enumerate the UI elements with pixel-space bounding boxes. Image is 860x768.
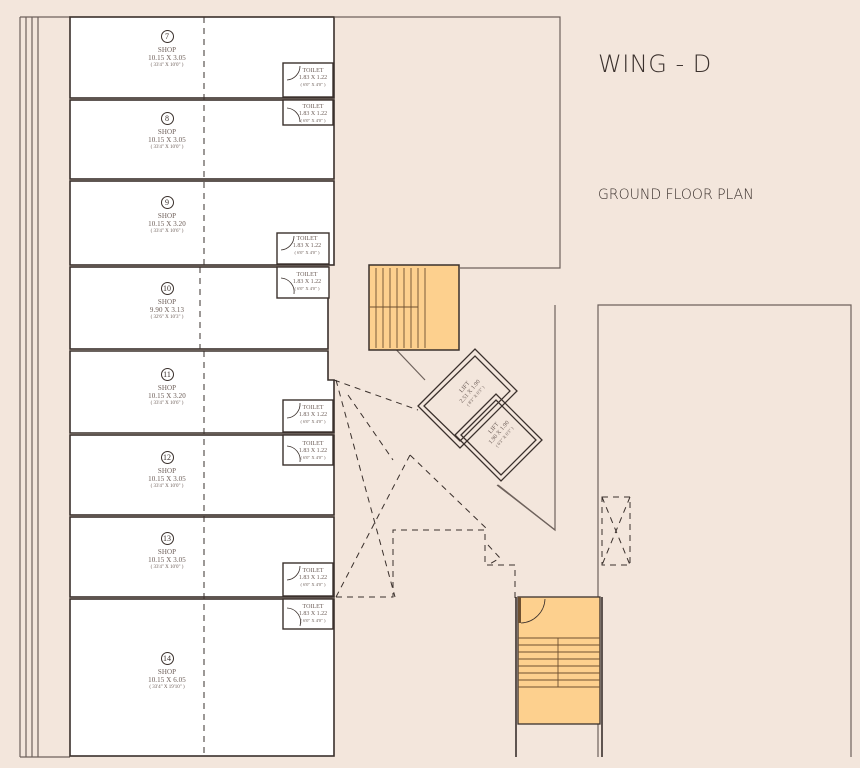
shop-number: 12	[160, 451, 174, 464]
toilet-label-8: TOILET 1.83 X 1.22 ( 6'0" X 4'0" )	[298, 604, 328, 623]
toilet-label-2: TOILET 1.83 X 1.22 ( 6'0" X 4'0" )	[298, 104, 328, 123]
lift-shafts	[417, 348, 543, 482]
shop-label-7: 7 SHOP 10.15 X 3.05 ( 33'4" X 10'0" )	[148, 30, 186, 69]
shop-number: 13	[160, 532, 174, 545]
toilets-layer	[276, 62, 334, 630]
staircase-upper	[368, 264, 460, 351]
shaft-void	[601, 496, 631, 566]
toilet-label-7: TOILET 1.83 X 1.22 ( 6'0" X 4'0" )	[298, 568, 328, 587]
shop-label-11: 11 SHOP 10.15 X 3.20 ( 33'4" X 10'6" )	[148, 368, 186, 407]
wing-title: WING - D	[598, 50, 712, 78]
shop-label-12: 12 SHOP 10.15 X 3.05 ( 33'4" X 10'0" )	[148, 451, 186, 490]
shop-number: 10	[160, 282, 174, 295]
toilet-label-5: TOILET 1.83 X 1.22 ( 6'0" X 4'0" )	[298, 405, 328, 424]
shop-label-9: 9 SHOP 10.15 X 3.20 ( 33'4" X 10'6" )	[148, 196, 186, 235]
right-block-outline	[597, 304, 852, 757]
toilet-label-3: TOILET 1.83 X 1.22 ( 6'0" X 4'0" )	[292, 236, 322, 255]
shop-label-8: 8 SHOP 10.15 X 3.05 ( 33'4" X 10'0" )	[148, 112, 186, 151]
shop-number: 14	[160, 652, 174, 665]
upper-block-outline	[335, 16, 561, 269]
staircase-lower	[515, 596, 603, 757]
shop-number: 11	[160, 368, 174, 381]
shop-number: 7	[160, 30, 174, 43]
shop-label-14: 14 SHOP 10.15 X 6.05 ( 33'4" X 19'10" )	[148, 652, 186, 691]
shop-label-10: 10 SHOP 9.90 X 3.13 ( 32'6" X 10'3" )	[149, 282, 185, 321]
shop-label-13: 13 SHOP 10.15 X 3.05 ( 33'4" X 10'0" )	[148, 532, 186, 571]
dashed-outline	[333, 379, 631, 598]
toilet-label-6: TOILET 1.83 X 1.22 ( 6'0" X 4'0" )	[298, 441, 328, 460]
plan-title: GROUND FLOOR PLAN	[598, 187, 754, 203]
shop-number: 8	[160, 112, 174, 125]
toilet-label-4: TOILET 1.83 X 1.22 ( 6'0" X 4'0" )	[292, 272, 322, 291]
toilet-label-1: TOILET 1.83 X 1.22 ( 6'0" X 4'0" )	[298, 68, 328, 87]
shop-number: 9	[160, 196, 174, 209]
